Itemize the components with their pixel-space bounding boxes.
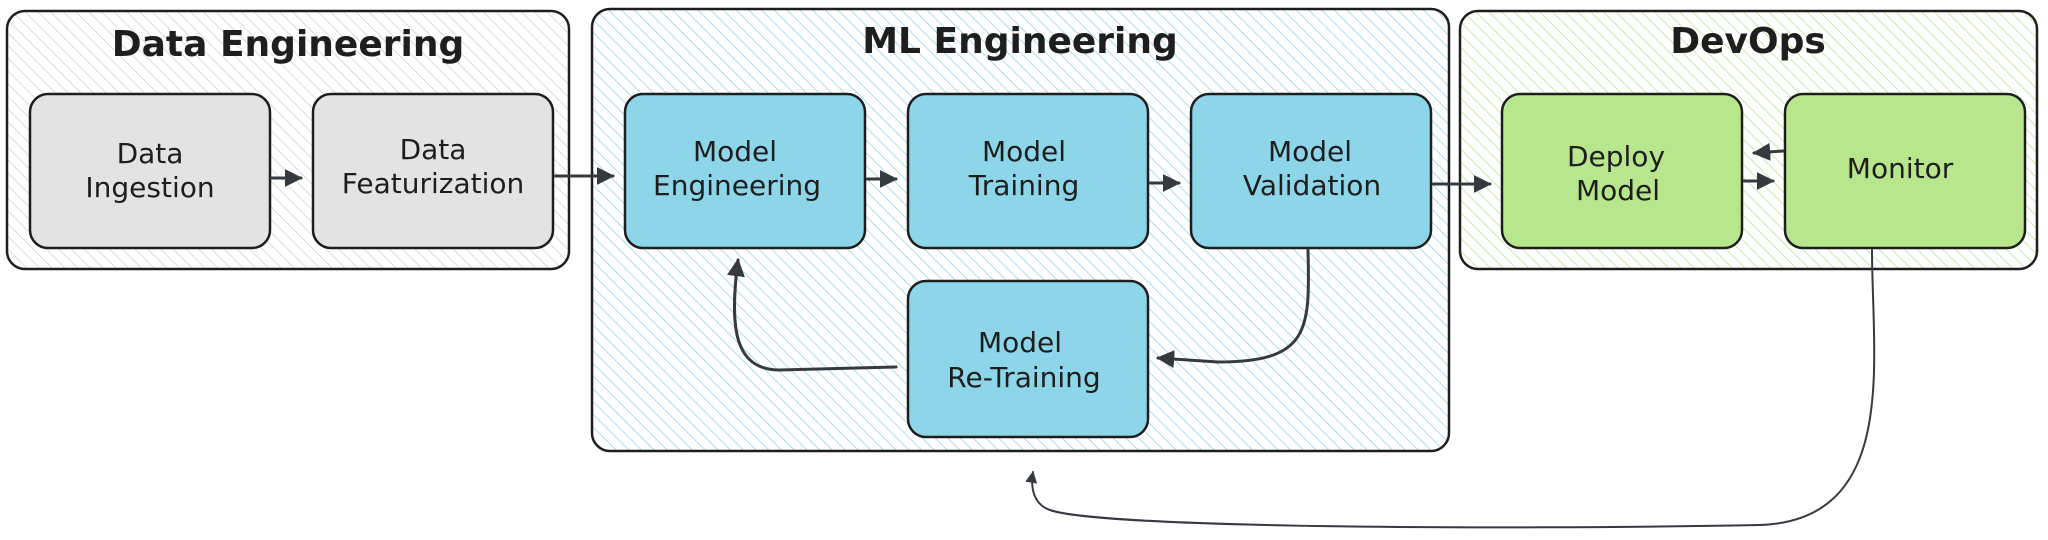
node-data-ingestion-label-1: Data bbox=[117, 137, 184, 170]
node-data-featurization[interactable]: Data Featurization bbox=[311, 92, 555, 250]
node-data-ingestion[interactable]: Data Ingestion bbox=[28, 92, 272, 250]
node-model-validation-label-2: Validation bbox=[1243, 169, 1381, 202]
node-model-retraining[interactable]: Model Re-Training bbox=[906, 279, 1150, 439]
node-deploy-model-box bbox=[1500, 92, 1744, 250]
node-model-retraining-label-2: Re-Training bbox=[947, 361, 1100, 394]
node-model-retraining-box bbox=[906, 279, 1150, 439]
node-model-engineering-box bbox=[623, 92, 867, 250]
node-deploy-model-label-1: Deploy bbox=[1567, 140, 1665, 173]
edge-retraining-to-model-engineering bbox=[727, 258, 898, 372]
node-data-featurization-label-1: Data bbox=[400, 133, 467, 166]
edge-monitor-to-ml-engineering bbox=[1025, 249, 1876, 529]
node-model-validation-box bbox=[1189, 92, 1433, 250]
node-model-retraining-label-1: Model bbox=[978, 326, 1062, 359]
group-data-engineering-title: Data Engineering bbox=[112, 24, 465, 65]
node-model-engineering-label-2: Engineering bbox=[653, 169, 821, 202]
edge-validation-to-retraining bbox=[1156, 248, 1310, 369]
node-monitor[interactable]: Monitor bbox=[1783, 92, 2027, 250]
node-data-ingestion-label-2: Ingestion bbox=[85, 171, 214, 204]
node-data-featurization-label-2: Featurization bbox=[342, 167, 524, 200]
node-model-validation-label-1: Model bbox=[1268, 135, 1352, 168]
group-devops-title: DevOps bbox=[1670, 21, 1826, 62]
node-model-training[interactable]: Model Training bbox=[906, 92, 1150, 250]
edge-monitor-to-deploy bbox=[1752, 142, 1785, 161]
node-monitor-box bbox=[1783, 92, 2027, 250]
node-model-engineering-label-1: Model bbox=[693, 135, 777, 168]
group-ml-engineering-title: ML Engineering bbox=[862, 21, 1178, 62]
node-data-ingestion-box bbox=[28, 92, 272, 250]
node-model-training-box bbox=[906, 92, 1150, 250]
node-deploy-model-label-2: Model bbox=[1576, 174, 1660, 207]
node-data-featurization-box bbox=[311, 92, 555, 250]
node-model-validation[interactable]: Model Validation bbox=[1189, 92, 1433, 250]
node-model-training-label-2: Training bbox=[968, 169, 1079, 202]
node-monitor-label: Monitor bbox=[1847, 152, 1954, 185]
node-deploy-model[interactable]: Deploy Model bbox=[1500, 92, 1744, 250]
node-model-engineering[interactable]: Model Engineering bbox=[623, 92, 867, 250]
node-model-training-label-1: Model bbox=[982, 135, 1066, 168]
